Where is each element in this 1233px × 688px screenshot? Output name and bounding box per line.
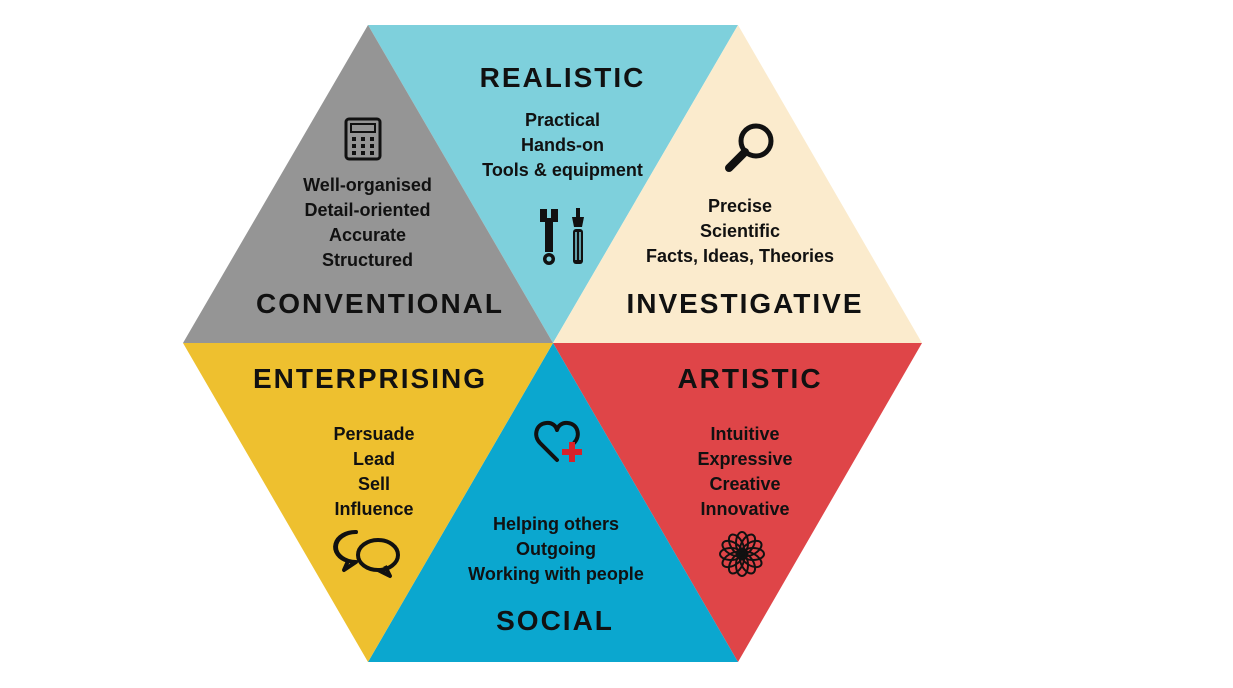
- conventional-trait: Detail-oriented: [304, 200, 431, 220]
- enterprising-trait: Sell: [357, 474, 391, 494]
- magnifier-icon: [725, 123, 774, 172]
- conventional-trait: Well-organised: [303, 175, 432, 195]
- segment-realistic: [368, 25, 738, 343]
- investigative-title: INVESTIGATIVE: [626, 288, 864, 319]
- social-traits: Helping others Outgoing Working with peo…: [440, 512, 672, 587]
- conventional-trait: Accurate: [328, 225, 407, 245]
- realistic-title: REALISTIC: [479, 62, 646, 93]
- realistic-trait: Hands-on: [521, 135, 604, 155]
- segment-social: [368, 343, 738, 662]
- segment-conventional: [183, 25, 553, 343]
- investigative-trait: Precise: [707, 196, 773, 216]
- conventional-trait: Structured: [321, 250, 413, 270]
- realistic-trait: Practical: [524, 110, 601, 130]
- enterprising-trait: Lead: [352, 449, 395, 469]
- realistic-traits: Practical Hands-on Tools & equipment: [430, 108, 695, 183]
- investigative-trait: Scientific: [699, 221, 781, 241]
- segment-investigative: [553, 25, 922, 343]
- social-trait: Helping others: [492, 514, 619, 534]
- conventional-traits: Well-organised Detail-oriented Accurate …: [260, 173, 475, 273]
- artistic-traits: Intuitive Expressive Creative Innovative: [665, 422, 825, 522]
- investigative-trait: Facts, Ideas, Theories: [645, 246, 835, 266]
- social-trait: Working with people: [468, 564, 644, 584]
- enterprising-title: ENTERPRISING: [252, 363, 488, 394]
- artistic-trait: Expressive: [697, 449, 793, 469]
- flower-pattern-icon: [719, 531, 765, 577]
- artistic-title: ARTISTIC: [677, 363, 823, 394]
- conventional-title: CONVENTIONAL: [256, 288, 504, 319]
- calculator-icon: [344, 117, 382, 161]
- artistic-trait: Intuitive: [710, 424, 780, 444]
- enterprising-trait: Persuade: [333, 424, 415, 444]
- segment-artistic: [553, 343, 922, 662]
- enterprising-traits: Persuade Lead Sell Influence: [300, 422, 448, 522]
- social-trait: Outgoing: [516, 539, 596, 559]
- tools-icon: [540, 208, 584, 265]
- speech-bubbles-icon: [333, 529, 400, 578]
- social-title: SOCIAL: [496, 605, 614, 636]
- artistic-trait: Creative: [709, 474, 781, 494]
- segment-enterprising: [183, 343, 553, 662]
- heart-plus-icon: [534, 420, 582, 462]
- enterprising-trait: Influence: [334, 499, 414, 519]
- artistic-trait: Innovative: [700, 499, 790, 519]
- investigative-traits: Precise Scientific Facts, Ideas, Theorie…: [610, 194, 870, 269]
- realistic-trait: Tools & equipment: [482, 160, 643, 180]
